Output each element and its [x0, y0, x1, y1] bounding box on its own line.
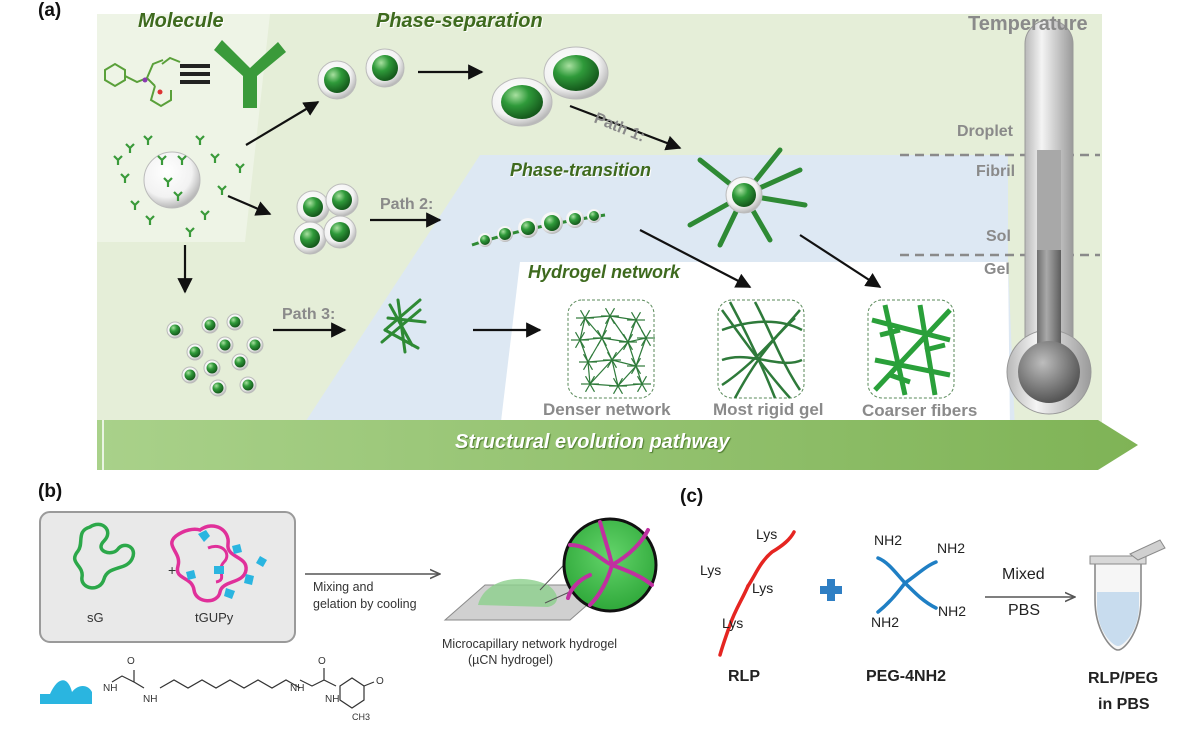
chem-ch3: CH3 — [352, 712, 371, 722]
rlp-label: RLP — [728, 668, 760, 685]
chem-nh-4: NH — [325, 694, 340, 705]
y-molecules — [113, 135, 245, 237]
chem-nh-2: NH — [143, 694, 158, 705]
lys-label-4: Lys — [722, 615, 744, 631]
mixing-label-2: gelation by cooling — [313, 597, 417, 611]
network-rigid — [717, 299, 805, 399]
equiv-sign — [180, 64, 210, 84]
hydrogel-network-title: Hydrogel network — [528, 262, 681, 282]
state-fibril: Fibril — [976, 163, 1016, 180]
molecule-structure — [104, 56, 181, 108]
network-label-coarse: Coarser fibers — [862, 401, 978, 420]
droplet-pair-large — [491, 46, 609, 127]
chem-o-3: O — [376, 676, 384, 687]
sg-label: sG — [87, 610, 104, 625]
chem-nh-1: NH — [103, 683, 118, 694]
pbs-label: PBS — [1008, 602, 1041, 619]
chem-o-1: O — [127, 656, 135, 667]
nh2-label-4: NH2 — [871, 614, 900, 630]
nh2-label-2: NH2 — [937, 540, 966, 556]
nh2-label-1: NH2 — [874, 532, 903, 548]
droplet-pair-top — [317, 48, 405, 100]
tgupy-polymer — [170, 524, 267, 603]
sg-polymer — [72, 522, 136, 590]
molecule-title: Molecule — [138, 10, 224, 32]
vesicle — [143, 151, 201, 209]
network-coarse — [867, 299, 955, 399]
pathway-arrows — [177, 64, 882, 338]
panel-b-box — [39, 511, 296, 643]
path3-particles — [166, 313, 264, 397]
droplet-cluster — [293, 183, 359, 255]
result-label-1: RLP/PEG — [1088, 670, 1159, 687]
path-2-label: Path 2: — [380, 196, 434, 213]
thermometer — [1006, 19, 1092, 415]
tgupy-label: tGUPy — [195, 610, 234, 625]
chem-nh-3: NH — [290, 683, 305, 694]
aster — [380, 298, 427, 354]
panel-c-label: (c) — [680, 486, 704, 507]
mixing-label-1: Mixing and — [313, 580, 374, 594]
nh2-label-3: NH2 — [938, 603, 967, 619]
lys-label-2: Lys — [700, 562, 722, 578]
temperature-label: Temperature — [968, 13, 1088, 35]
result-label-2: in PBS — [1098, 696, 1150, 713]
hydrogel-label-1: Microcapillary network hydrogel — [442, 637, 618, 651]
tube-icon — [1089, 539, 1166, 651]
y-molecule-icon — [214, 40, 286, 108]
panel-a-label: (a) — [38, 0, 62, 21]
path-3-label: Path 3: — [282, 306, 336, 323]
panel-b-label: (b) — [38, 481, 63, 502]
peg-4nh2 — [876, 556, 938, 614]
chem-o-2: O — [318, 656, 326, 667]
mixed-label: Mixed — [1002, 566, 1045, 583]
state-sol: Sol — [986, 228, 1011, 245]
hydrogel-label-2: (µCN hydrogel) — [468, 653, 554, 667]
bead-string — [471, 209, 606, 247]
lys-label-1: Lys — [756, 526, 778, 542]
network-label-rigid: Most rigid gel — [713, 400, 824, 419]
plus-label: + — [168, 562, 177, 578]
pathway-arrow — [97, 420, 1138, 470]
peg-label: PEG-4NH2 — [866, 668, 947, 685]
phase-transition-title: Phase-transition — [510, 160, 652, 180]
network-dense — [567, 299, 655, 399]
phase-separation-title: Phase-separation — [376, 10, 543, 32]
network-label-dense: Denser network — [543, 400, 671, 419]
pathway-label: Structural evolution pathway — [455, 431, 730, 453]
lys-label-3: Lys — [752, 580, 774, 596]
rlp-chain — [718, 530, 796, 657]
state-droplet: Droplet — [957, 123, 1013, 140]
molecule-region — [97, 14, 270, 242]
chem-structure — [40, 668, 375, 709]
state-gel: Gel — [984, 261, 1010, 278]
plus-icon — [820, 579, 842, 601]
zoom-circle — [562, 517, 658, 613]
